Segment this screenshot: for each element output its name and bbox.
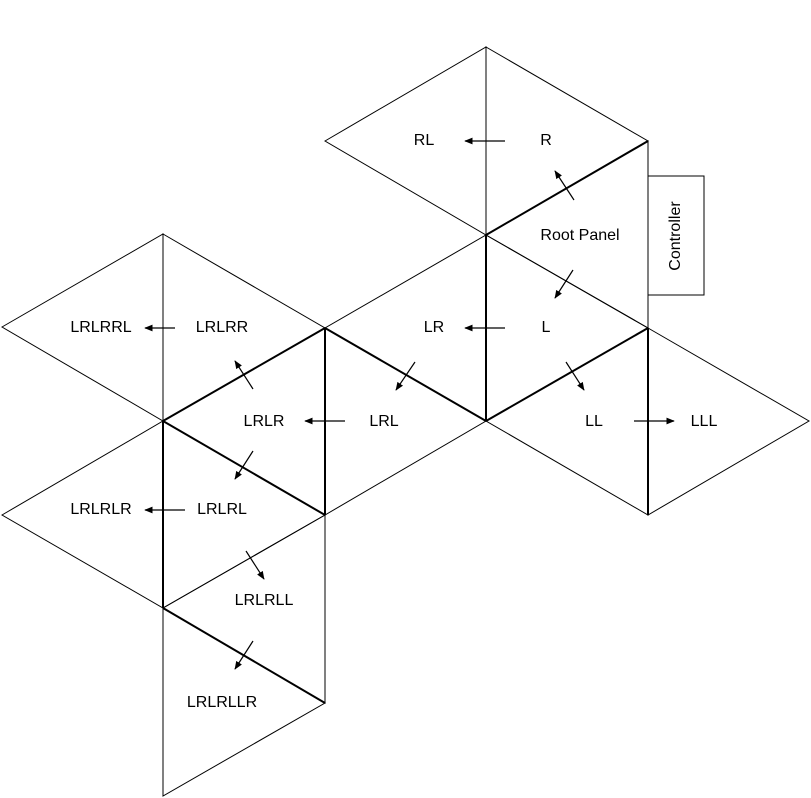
arrow-l-to-ll [565, 361, 585, 391]
label-lll: LLL [691, 413, 718, 430]
arrow-root-to-r [554, 170, 575, 201]
panel-labels: RL R Root Panel LR L LL LLL LRL LRLR LRL… [70, 132, 717, 711]
panels [1, 46, 810, 797]
label-lr: LR [424, 319, 444, 336]
label-r: R [540, 132, 552, 149]
hinge-l-ll [485, 327, 649, 422]
arrow-root-to-l [554, 269, 574, 299]
label-ll: LL [585, 413, 603, 430]
arrow-lrlr-to-lrlrr [234, 360, 254, 390]
controller-label: Controller [667, 201, 684, 271]
label-rl: RL [414, 132, 435, 149]
arrow-lr-to-lrl [395, 361, 416, 391]
label-root-panel: Root Panel [540, 227, 619, 244]
controller: Controller [647, 175, 705, 296]
panel-ll-triangle [484, 327, 649, 516]
panel-l-triangle [485, 234, 650, 422]
label-lrl: LRL [369, 413, 398, 430]
panel-rl-triangle [324, 46, 487, 236]
controller-box [647, 175, 705, 296]
label-lrlrlr: LRLRLR [70, 501, 131, 518]
hinge-lr-lrl [324, 327, 487, 422]
arrow-lrlrl-to-lrlrll [245, 550, 265, 580]
hinge-lrlr-lrlrl [162, 420, 326, 516]
panel-lrl-triangle [324, 327, 487, 516]
label-lrlrrl: LRLRRL [70, 319, 131, 336]
hinge-root-r [485, 140, 649, 236]
arrow-lrlr-to-lrlrl [234, 450, 254, 480]
label-l: L [542, 319, 551, 336]
label-lrlrl: LRLRL [197, 501, 247, 518]
label-lrlrr: LRLRR [196, 319, 248, 336]
hinge-edges [162, 140, 649, 704]
arrows [144, 137, 675, 670]
panel-r-triangle [485, 46, 649, 236]
panel-lr-triangle [324, 234, 487, 422]
label-lrlrllr: LRLRLLR [187, 694, 257, 711]
arrow-lrlrll-to-lrlrllr [234, 640, 254, 670]
label-lrlr: LRLR [244, 413, 285, 430]
label-lrlrll: LRLRLL [235, 592, 294, 609]
